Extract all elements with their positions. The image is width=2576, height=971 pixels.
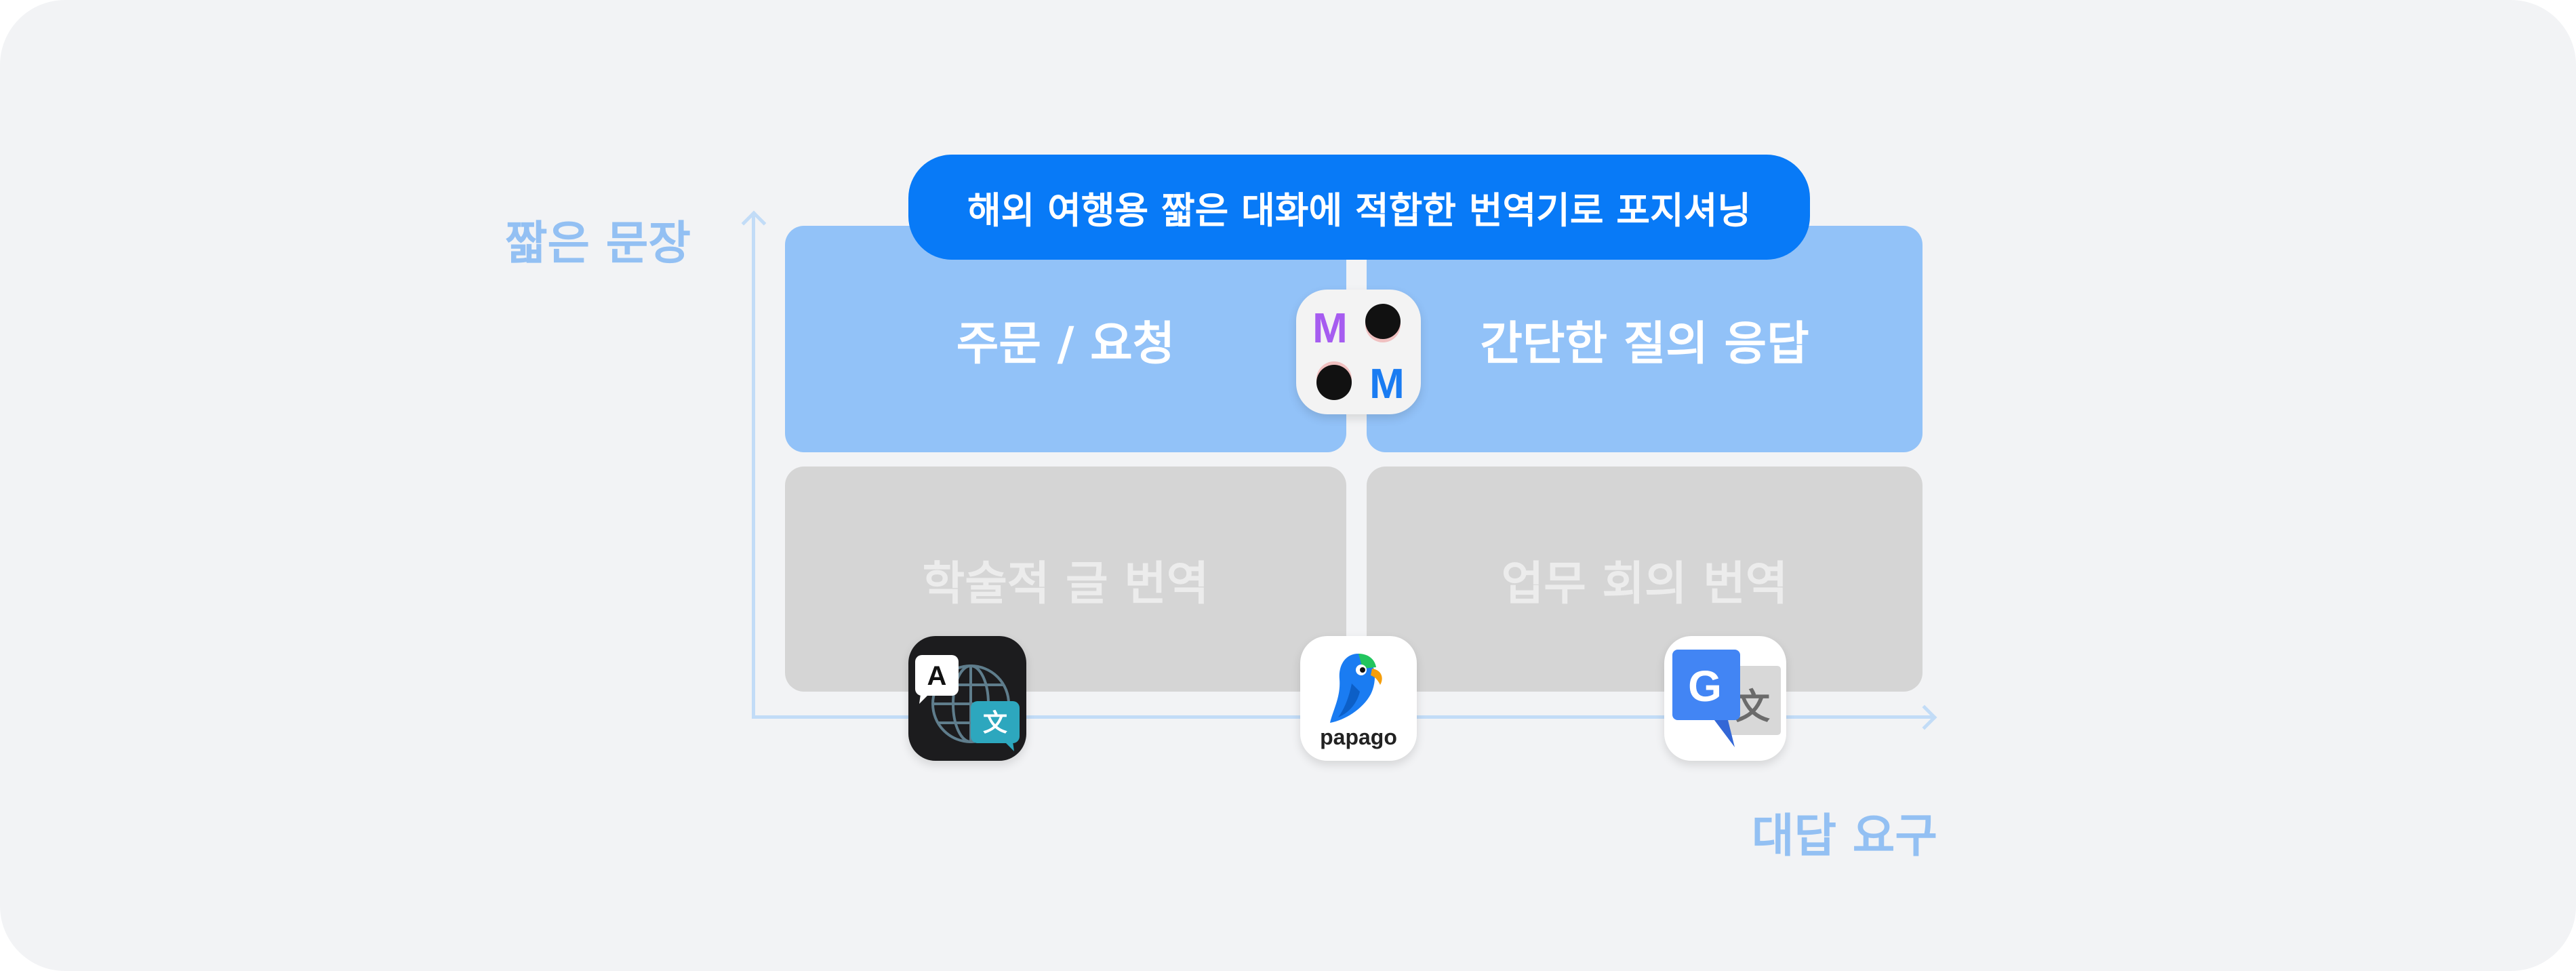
google-translate-icon: 文 G: [1672, 650, 1781, 747]
papago-wordmark: papago: [1320, 725, 1397, 749]
svg-text:文: 文: [983, 709, 1007, 737]
quadrant-bottom-right: 업무 회의 번역: [1367, 467, 1923, 692]
google-translate-app-icon[interactable]: 文 G: [1664, 636, 1786, 761]
svg-text:G: G: [1688, 662, 1722, 711]
speech-bubble-a-icon: A: [915, 655, 959, 704]
svg-text:A: A: [927, 661, 947, 691]
papago-app-icon[interactable]: papago: [1300, 636, 1417, 761]
y-axis-line: [752, 216, 755, 719]
svg-text:文: 文: [1735, 687, 1770, 728]
mm-letter-1: M: [1312, 305, 1348, 352]
mm-app-icon[interactable]: M M: [1296, 290, 1421, 414]
mm-face-icon-1: [1365, 304, 1401, 342]
quadrant-top-left: 주문 / 요청: [785, 226, 1346, 452]
quadrant-top-right: 간단한 질의 응답: [1367, 226, 1923, 452]
mm-letter-2: M: [1369, 361, 1405, 408]
papago-parrot-icon: [1330, 654, 1382, 723]
x-axis-arrow-icon: [1912, 705, 1937, 730]
y-axis-arrow-icon: [741, 210, 767, 236]
positioning-callout: 해외 여행용 짧은 대화에 적합한 번역기로 포지셔닝: [908, 155, 1810, 260]
quadrant-bottom-left: 학술적 글 번역: [785, 467, 1346, 692]
translate-app-icon[interactable]: A 文: [908, 636, 1026, 761]
x-axis-label: 대답 요구: [1752, 810, 1937, 863]
y-axis-label: 짧은 문장: [505, 217, 691, 271]
speech-bubble-wen-icon: 文: [971, 701, 1020, 751]
mm-face-icon-2: [1316, 361, 1352, 400]
